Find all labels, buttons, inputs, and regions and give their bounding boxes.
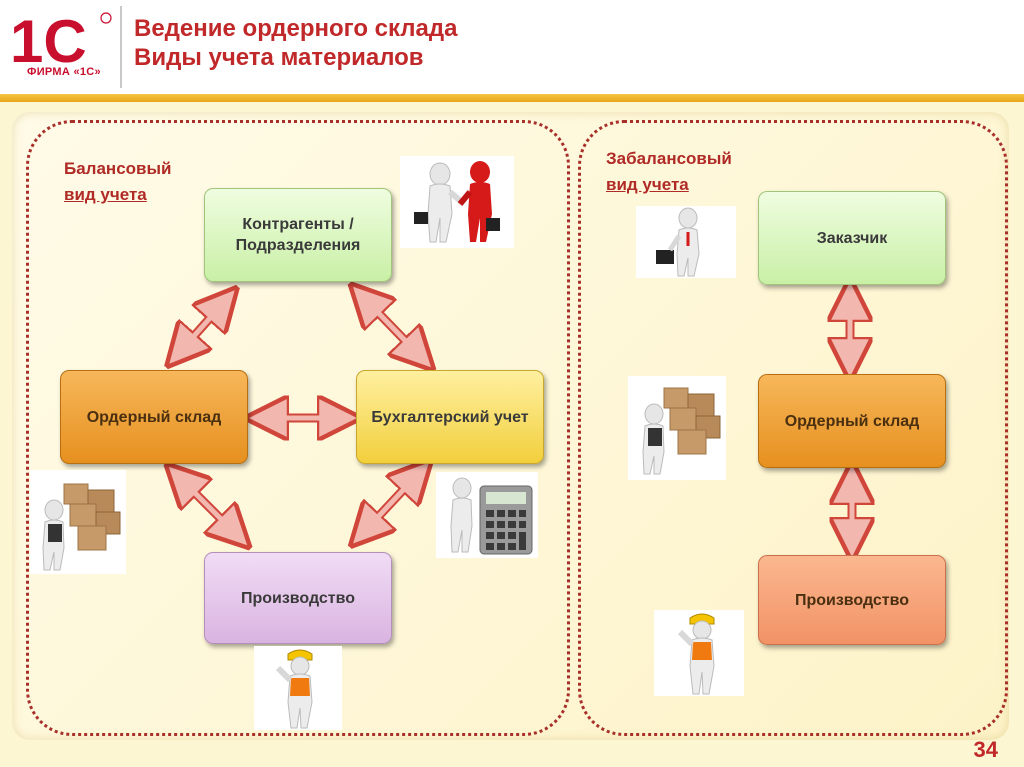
worker-figure-icon-right xyxy=(654,610,744,696)
node-customer-label: Заказчик xyxy=(816,229,888,247)
boxes-figure-icon xyxy=(30,470,126,574)
balance-region xyxy=(26,120,570,736)
title-line-2: Виды учета материалов xyxy=(134,44,424,71)
header-band xyxy=(0,94,1024,102)
node-production-left: Производство xyxy=(204,552,392,644)
off-balance-title-line-2: вид учета xyxy=(606,175,689,194)
node-production-right-label: Производство xyxy=(794,591,910,609)
1c-logo-icon: 1С xyxy=(10,8,112,75)
node-counterparties: Контрагенты / Подразделения xyxy=(204,188,392,282)
balance-region-title: Балансовый вид учета xyxy=(64,156,171,208)
node-warehouse-left-label: Ордерный склад xyxy=(86,408,222,426)
off-balance-region-title: Забалансовый вид учета xyxy=(606,146,732,198)
page-title: Ведение ордерного склада Виды учета мате… xyxy=(134,14,457,72)
header: 1С ФИРМА «1С» Ведение ордерного склада В… xyxy=(0,0,1024,96)
handshake-figures-icon xyxy=(400,156,514,248)
node-warehouse-left: Ордерный склад xyxy=(60,370,248,464)
title-line-1: Ведение ордерного склада xyxy=(134,15,458,42)
boxes-figure-icon-right xyxy=(628,376,726,480)
node-accounting-label: Бухгалтерский учет xyxy=(371,408,529,426)
worker-figure-icon-left xyxy=(254,646,342,730)
off-balance-region xyxy=(578,120,1008,736)
node-production-left-label: Производство xyxy=(240,589,356,607)
businessman-figure-icon xyxy=(636,206,736,278)
off-balance-title-line-1: Забалансовый xyxy=(606,149,732,168)
calculator-figure-icon xyxy=(436,472,538,558)
page-number: 34 xyxy=(973,737,998,762)
svg-text:1С: 1С xyxy=(10,8,87,75)
balance-title-line-1: Балансовый xyxy=(64,159,172,178)
node-production-right: Производство xyxy=(758,555,946,645)
node-counterparties-label: Контрагенты / Подразделения xyxy=(235,216,361,254)
balance-title-line-2: вид учета xyxy=(64,185,147,204)
node-accounting: Бухгалтерский учет xyxy=(356,370,544,464)
header-divider xyxy=(120,6,122,88)
company-name: ФИРМА «1С» xyxy=(27,66,101,78)
node-customer: Заказчик xyxy=(758,191,946,285)
node-warehouse-right: Ордерный склад xyxy=(758,374,946,468)
node-warehouse-right-label: Ордерный склад xyxy=(784,412,920,430)
